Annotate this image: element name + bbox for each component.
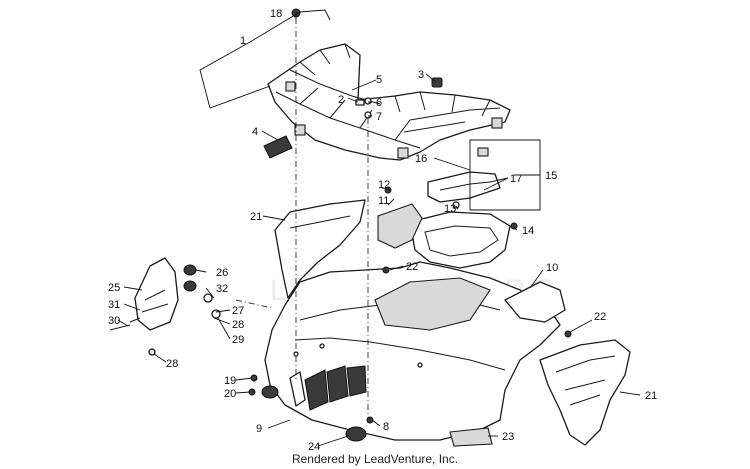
callout-28-a: 28 [232, 319, 244, 331]
callout-22-left: 22 [406, 261, 418, 273]
callout-11: 11 [378, 195, 389, 207]
callout-30: 30 [108, 315, 120, 327]
hardware-7 [364, 111, 372, 119]
callout-21-right: 21 [645, 390, 657, 402]
callout-14: 14 [522, 225, 534, 237]
callout-31: 31 [108, 299, 120, 311]
callout-29: 29 [232, 334, 244, 346]
callout-8: 8 [383, 421, 389, 433]
callout-4: 4 [252, 126, 258, 138]
callout-13: 13 [444, 203, 456, 215]
callout-21-left: 21 [250, 211, 262, 223]
callout-15: 15 [545, 170, 557, 182]
callout-10: 10 [546, 262, 558, 274]
callout-9: 9 [256, 423, 262, 435]
callout-2: 2 [338, 94, 344, 106]
rear-rack [267, 43, 511, 161]
grip [263, 135, 293, 159]
storage-box [409, 211, 518, 269]
decal [449, 427, 493, 447]
callout-16: 16 [415, 153, 427, 165]
side-panel-right [539, 339, 631, 446]
callout-6: 6 [376, 97, 382, 109]
headlight-assembly [109, 257, 221, 356]
callout-19: 19 [224, 375, 236, 387]
hardware-22 [382, 266, 390, 274]
storage-cover [427, 147, 501, 209]
callout-18: 18 [270, 8, 282, 20]
fender-flare [504, 281, 572, 338]
callout-12: 12 [378, 179, 390, 191]
hardware-2 [355, 99, 365, 106]
callout-24: 24 [308, 441, 320, 453]
callout-28-b: 28 [166, 358, 178, 370]
callout-27: 27 [232, 305, 244, 317]
bumper [431, 77, 443, 88]
callout-26: 26 [216, 267, 228, 279]
leader-lines [117, 9, 641, 447]
callout-3: 3 [418, 69, 424, 81]
rear-body [261, 261, 561, 442]
callout-5: 5 [376, 74, 382, 86]
side-panel-left [274, 199, 366, 299]
bracket [377, 186, 423, 249]
callout-labels: 1 2 3 4 5 6 7 8 9 10 11 12 13 14 15 16 1… [108, 8, 657, 453]
footer-credit: Rendered by LeadVenture, Inc. [291, 452, 459, 466]
callout-25: 25 [108, 282, 120, 294]
callout-22-right: 22 [594, 311, 606, 323]
callout-7: 7 [376, 111, 382, 123]
callout-17: 17 [510, 173, 522, 185]
callout-20: 20 [224, 388, 236, 400]
callout-23: 23 [502, 431, 514, 443]
hardware-8 [366, 416, 374, 424]
callout-1: 1 [240, 35, 246, 47]
callout-32: 32 [216, 283, 228, 295]
hardware-6 [364, 97, 372, 105]
